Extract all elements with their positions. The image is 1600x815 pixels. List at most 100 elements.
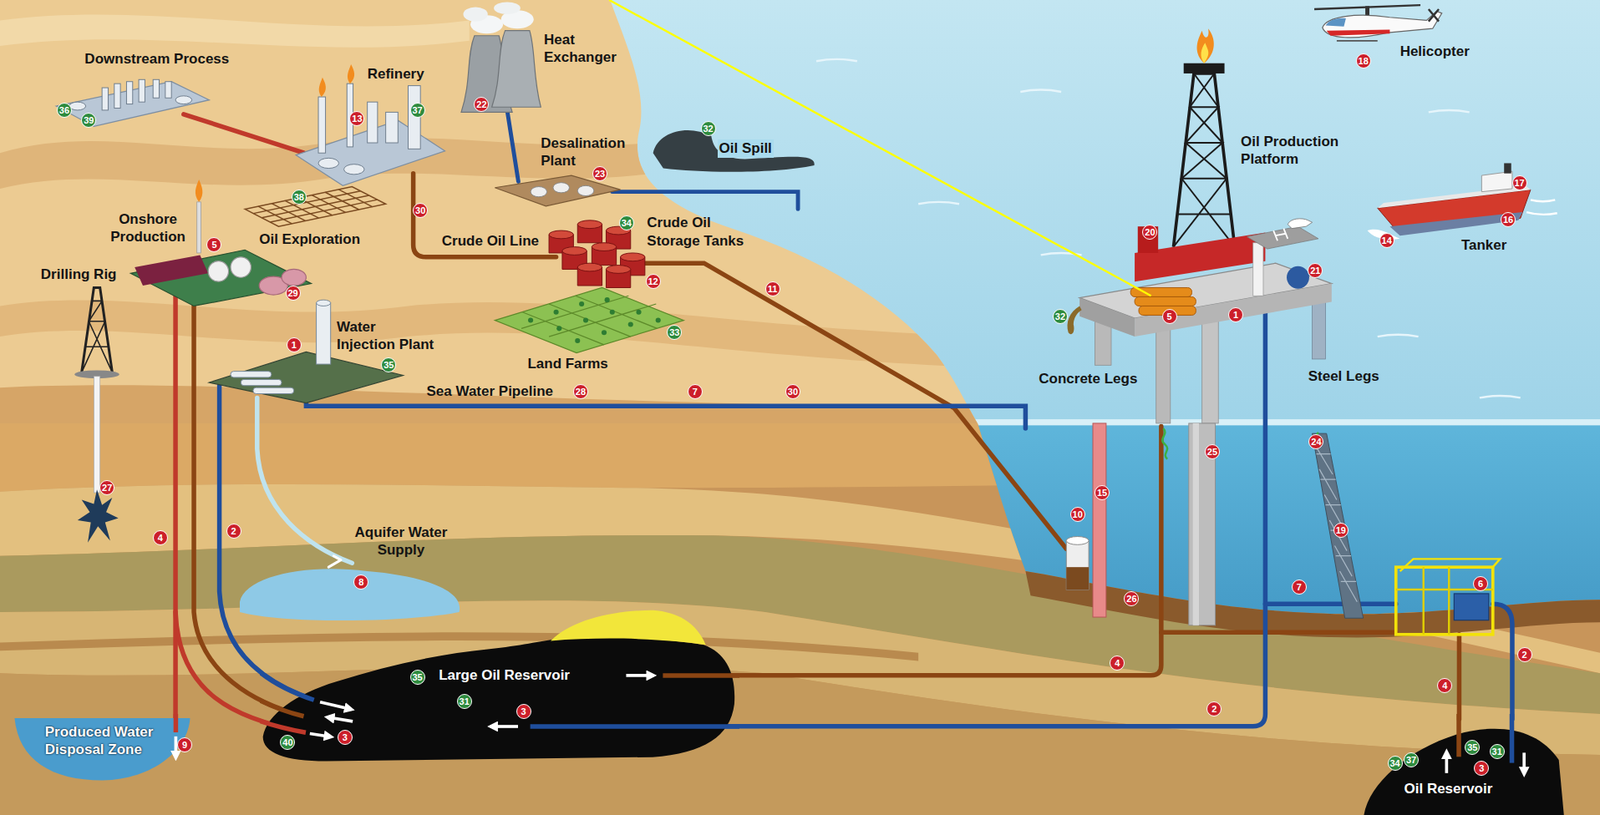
production-platform [1067, 28, 1332, 424]
production-platform [1156, 324, 1171, 423]
callout-number: 39 [81, 112, 97, 128]
reservoir-region-outline [1523, 752, 1527, 773]
subsea-template [1396, 558, 1501, 635]
rock-strata [0, 423, 1600, 493]
refinery [295, 64, 445, 186]
subsea-structures [1314, 443, 1357, 602]
production-platform [1201, 42, 1209, 63]
storage-tanks [577, 263, 602, 272]
drilling-rig [74, 287, 120, 543]
land-farms [521, 295, 657, 346]
callout-number: 4 [152, 530, 168, 546]
callout-number: 37 [1403, 752, 1419, 768]
tanker [1481, 171, 1513, 192]
helicopter [1336, 40, 1378, 42]
reservoir-region-outline [1457, 714, 1462, 757]
downstream-process [126, 81, 133, 105]
helicopter [1428, 9, 1439, 22]
tanker [1367, 162, 1558, 239]
callout-number: 17 [1512, 175, 1528, 191]
callout-number: 30 [412, 203, 428, 219]
land-farms [583, 318, 589, 324]
callout-number: 1 [286, 337, 302, 353]
land-farms [601, 330, 607, 336]
callout-number: 31 [1489, 744, 1505, 760]
oil-exploration-grid [258, 189, 373, 224]
pipelines [172, 290, 178, 720]
reservoir-region-outline [1509, 714, 1514, 764]
subsea-template [1396, 567, 1494, 635]
pipelines [328, 556, 341, 568]
callout-number: 25 [1204, 444, 1220, 460]
oil-spill [653, 130, 815, 173]
land-farms [609, 309, 615, 315]
aquifer [239, 568, 460, 621]
land-farms [628, 321, 634, 327]
land-farms [494, 287, 684, 353]
oil-exploration-grid [244, 187, 387, 228]
part-label: Tanker [1461, 236, 1508, 254]
land-farms [494, 287, 684, 353]
callout-number: 34 [619, 215, 635, 231]
region-label: Produced Water Disposal Zone [45, 723, 171, 760]
part-label: Sea Water Pipeline [426, 382, 554, 401]
part-label: Concrete Legs [1038, 370, 1138, 388]
pipelines [305, 400, 1026, 429]
onshore-production [195, 179, 203, 203]
refinery [318, 96, 326, 153]
land-farms [579, 301, 585, 307]
region-label: Oil Reservoir [1403, 780, 1493, 798]
part-label: Oil Exploration [259, 230, 361, 249]
land-farms [574, 338, 580, 344]
sea-surface [0, 0, 1600, 429]
land-farms [528, 297, 661, 344]
callout-number: 13 [349, 111, 365, 127]
production-platform [1173, 73, 1235, 248]
storage-tanks [548, 230, 574, 239]
callout-number: 34 [1387, 756, 1403, 772]
pipelines [219, 386, 315, 701]
drilling-rig [81, 300, 113, 373]
downstream-process [175, 96, 193, 105]
part-label: Oil Spill [717, 139, 774, 158]
onshore-production [134, 254, 209, 286]
storage-tanks [548, 220, 646, 289]
cooling-towers [493, 1, 521, 15]
callout-number: 30 [785, 384, 801, 400]
subsea-structures [1066, 537, 1089, 546]
callout-number: 5 [1162, 309, 1178, 325]
production-platform [1202, 318, 1220, 424]
callout-number: 36 [56, 102, 72, 118]
cooling-towers [462, 7, 488, 22]
subsea-structures [1312, 433, 1364, 619]
part-label: Onshore Production [106, 210, 190, 247]
refinery [347, 64, 355, 84]
part-label: Desalination Plant [540, 134, 641, 171]
part-label: Oil Production Platform [1240, 132, 1367, 169]
callout-number: 7 [1291, 579, 1307, 595]
water-injection-plant [316, 303, 331, 365]
refinery [367, 101, 378, 143]
subsea-structures [1066, 567, 1089, 590]
pipelines [257, 397, 353, 564]
helicopter [1322, 10, 1443, 37]
storage-tanks [577, 220, 602, 229]
callout-number: 3 [1473, 761, 1489, 777]
production-platform [1067, 305, 1082, 335]
land-farms [553, 309, 559, 315]
reservoir-region-outline [663, 673, 741, 678]
production-platform [1183, 63, 1225, 74]
callout-number: 1 [1228, 307, 1244, 323]
desalination-plant [530, 187, 548, 198]
land-surface [0, 0, 980, 424]
onshore-production [130, 249, 311, 306]
reservoir-region-outline [1445, 752, 1449, 773]
callout-number: 21 [1307, 263, 1323, 279]
land-farms [604, 297, 610, 303]
subsea-structures [1092, 423, 1107, 618]
tanker [1389, 212, 1523, 236]
storage-tanks [562, 247, 587, 256]
downstream-process [114, 83, 121, 108]
production-platform [1246, 226, 1318, 249]
